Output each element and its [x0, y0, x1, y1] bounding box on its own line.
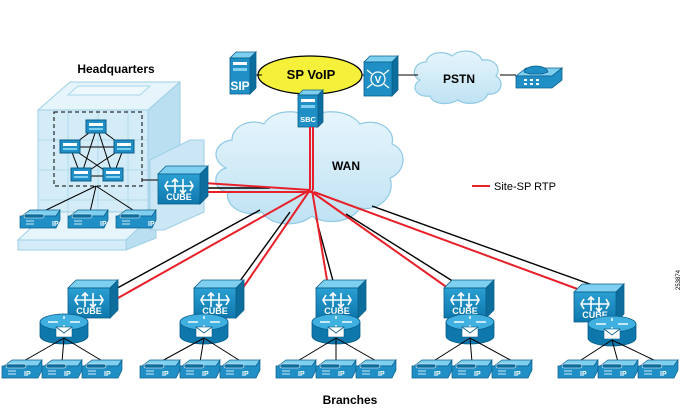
hq-phones: IP IP IP: [19, 209, 157, 229]
sip-server: SIP: [229, 51, 257, 95]
hq-phone-3: IP: [115, 209, 157, 229]
cluster-server-icons: [59, 119, 135, 182]
b4-phone-2-label: IP: [474, 371, 481, 378]
b1-phone-1-label: IP: [24, 371, 31, 378]
b3-phone-2-label: IP: [338, 371, 345, 378]
hq-phone-3-label: IP: [148, 221, 155, 228]
legend: Site-SP RTP: [472, 181, 556, 193]
branch-4: CUBE IP IP IP: [411, 279, 533, 379]
b1-phone-2-label: IP: [64, 371, 71, 378]
sbc-device: SBC: [297, 89, 324, 128]
branch-3: CUBE IP IP IP: [275, 279, 397, 379]
b4-phone-1-label: IP: [434, 371, 441, 378]
branch-2: CUBE IP IP IP: [139, 279, 261, 379]
b2-phone-2-label: IP: [202, 371, 209, 378]
hq-cube: CUBE: [157, 165, 209, 205]
b1-phone-3-label: IP: [104, 371, 111, 378]
branch-1-cube-label: CUBE: [76, 306, 102, 316]
wan-label: WAN: [332, 159, 360, 173]
hq-phone-1: IP: [19, 209, 61, 229]
headquarters-label: Headquarters: [77, 62, 155, 76]
voice-gateway: V: [363, 55, 399, 97]
branch-4-cube-label: CUBE: [452, 306, 478, 316]
branch-5: CUBE IP IP IP: [557, 283, 679, 379]
figure-id: 253874: [676, 269, 682, 290]
branch-1: CUBE IP IP IP: [1, 279, 123, 379]
call-manager-cluster-box: [53, 111, 143, 187]
b2-phone-1-label: IP: [162, 371, 169, 378]
b4-phone-3-label: IP: [514, 371, 521, 378]
hq-phone-links: [41, 179, 158, 213]
pstn-label: PSTN: [443, 72, 475, 86]
sip-server-label: SIP: [230, 79, 249, 93]
b3-phone-3-label: IP: [378, 371, 385, 378]
hq-phone-2: IP: [67, 209, 109, 229]
b5-phone-1-label: IP: [580, 371, 587, 378]
branch-3-cube-label: CUBE: [324, 306, 350, 316]
sp-voip-label: SP VoIP: [287, 67, 336, 82]
b2-phone-3-label: IP: [242, 371, 249, 378]
pstn-cloud: [413, 50, 502, 105]
rtp-links: [117, 127, 603, 299]
b5-phone-2-label: IP: [620, 371, 627, 378]
pstn-phone: [514, 65, 564, 89]
branch-5-cube-label: CUBE: [582, 310, 608, 320]
hq-phone-2-label: IP: [100, 221, 107, 228]
svg-text:V: V: [375, 75, 382, 86]
legend-rtp-label: Site-SP RTP: [494, 181, 556, 193]
b3-phone-1-label: IP: [298, 371, 305, 378]
b5-phone-3-label: IP: [660, 371, 667, 378]
branches-label: Branches: [323, 393, 378, 407]
sbc-label: SBC: [300, 115, 316, 124]
hq-cube-label: CUBE: [166, 192, 192, 202]
branch-2-cube-label: CUBE: [202, 306, 228, 316]
hq-phone-1-label: IP: [52, 221, 59, 228]
